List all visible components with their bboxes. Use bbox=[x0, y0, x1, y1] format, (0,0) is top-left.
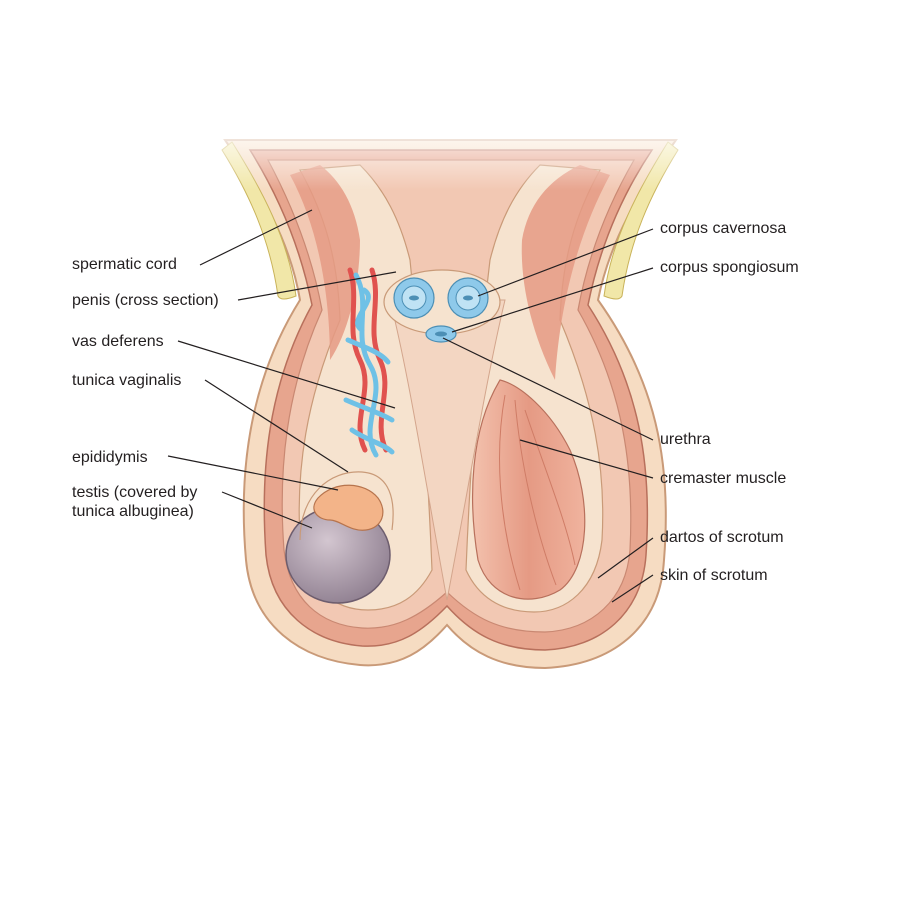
leader-dartos bbox=[597, 537, 654, 579]
leader-vas-deferens bbox=[177, 340, 396, 409]
tunica-vaginalis-sac bbox=[299, 471, 394, 541]
right-cord-muscle bbox=[521, 165, 610, 380]
cremaster-fiber-1 bbox=[499, 394, 521, 591]
label-urethra: urethra bbox=[660, 431, 711, 448]
epididymis-shape bbox=[313, 484, 384, 531]
left-cord-muscle bbox=[290, 165, 360, 360]
leader-testis bbox=[221, 491, 313, 529]
label-penis-cross-section: penis (cross section) bbox=[72, 292, 219, 309]
label-testis: testis (covered by tunica albuginea) bbox=[72, 483, 197, 521]
label-vas-deferens: vas deferens bbox=[72, 333, 164, 350]
label-tunica-vaginalis: tunica vaginalis bbox=[72, 372, 182, 389]
cremaster-fiber-2 bbox=[514, 399, 557, 586]
label-corpus-spongiosum: corpus spongiosum bbox=[660, 259, 799, 276]
center-septum bbox=[389, 299, 506, 601]
label-testis-line-2: tunica albuginea) bbox=[72, 503, 194, 520]
leader-lines bbox=[167, 209, 654, 603]
leader-corpus-spongiosum bbox=[451, 267, 654, 333]
leader-skin bbox=[611, 574, 654, 603]
label-cremaster-muscle: cremaster muscle bbox=[660, 470, 787, 487]
leader-penis bbox=[237, 271, 397, 301]
leader-corpus-cavernosa bbox=[477, 228, 654, 297]
leader-tunica-vaginalis bbox=[204, 379, 349, 473]
label-corpus-cavernosa: corpus cavernosa bbox=[660, 220, 787, 237]
label-skin-of-scrotum: skin of scrotum bbox=[660, 567, 768, 584]
cremaster-fiber-3 bbox=[524, 409, 576, 566]
vessel-plexus bbox=[343, 267, 395, 458]
leader-spermatic-cord bbox=[199, 209, 313, 266]
label-epididymis: epididymis bbox=[72, 449, 148, 466]
label-testis-line-1: testis (covered by bbox=[72, 484, 198, 501]
leader-epididymis bbox=[167, 455, 339, 491]
penis-cross-section-shape bbox=[383, 269, 501, 343]
label-spermatic-cord: spermatic cord bbox=[72, 256, 177, 273]
leader-cremaster bbox=[519, 439, 654, 479]
label-dartos-of-scrotum: dartos of scrotum bbox=[660, 529, 784, 546]
top-fade bbox=[180, 120, 720, 190]
leader-urethra bbox=[442, 337, 654, 441]
